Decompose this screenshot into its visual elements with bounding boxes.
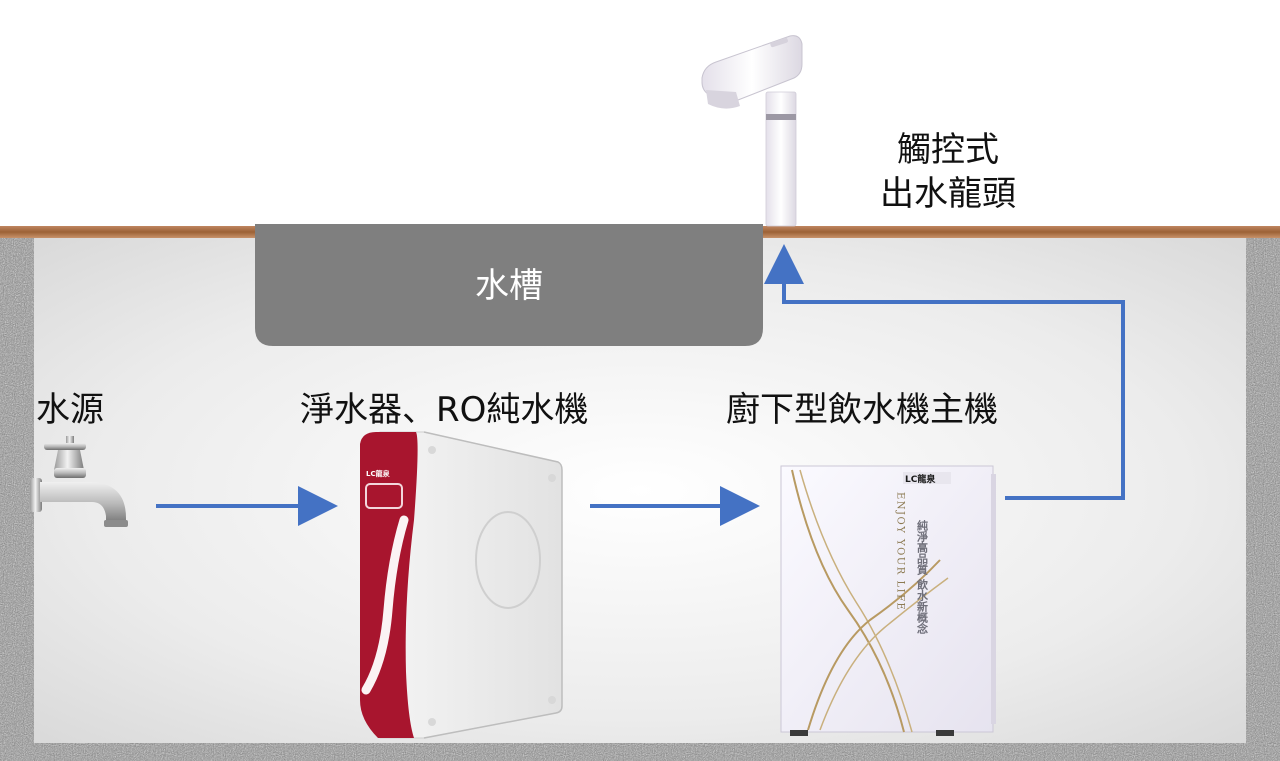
unit-slogan-english: ENJOY YOUR LIFE (895, 492, 906, 611)
purifier-brand-logo: LC龍泉 (366, 469, 391, 478)
purifier-label: 淨水器、RO純水機 (300, 390, 589, 430)
arrow-unit-to-faucet (764, 244, 1125, 500)
faucet-label-line1: 觸控式 (897, 130, 999, 170)
unit-brand-logo: LC龍泉 (905, 473, 936, 485)
sink-label: 水槽 (475, 266, 543, 306)
water-source-label: 水源 (36, 390, 104, 430)
main-unit-device (780, 465, 996, 736)
touch-faucet-icon (701, 35, 803, 227)
unit-logo-badge (903, 472, 951, 484)
main-unit-label: 廚下型飲水機主機 (726, 390, 998, 430)
ro-purifier-device (360, 431, 563, 739)
faucet-label: 觸控式 出水龍頭 (862, 128, 1034, 216)
water-tap-icon (30, 436, 128, 527)
purifier-display-window (365, 483, 403, 509)
faucet-label-line2: 出水龍頭 (880, 174, 1016, 214)
unit-slogan-chinese: 純淨高品質 飲水新概念 (916, 519, 930, 634)
sink-basin (255, 224, 763, 346)
